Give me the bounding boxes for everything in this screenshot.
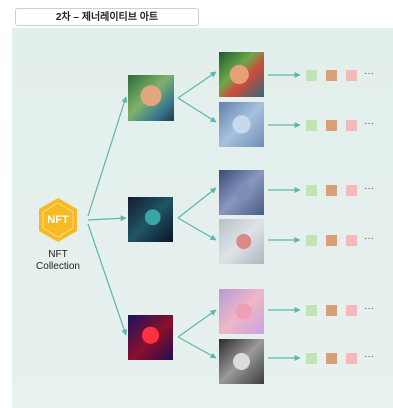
chain-square-orange <box>326 353 337 364</box>
connector-root-to-portrait-a <box>87 96 128 217</box>
chain-square-orange <box>326 185 337 196</box>
chain-square-orange <box>326 305 337 316</box>
chain-more: ··· <box>364 303 374 314</box>
portrait-thumb-c <box>128 315 173 360</box>
portrait-thumb-a <box>128 75 174 121</box>
chain-square-green <box>306 235 317 246</box>
chain-square-pink <box>346 185 357 196</box>
chain-square-green <box>306 120 317 131</box>
variant-thumb-3 <box>219 170 264 215</box>
chain-square-orange <box>326 70 337 81</box>
chain-square-green <box>306 70 317 81</box>
chain-square-green <box>306 353 317 364</box>
chain-more: ··· <box>364 118 374 129</box>
chain-square-pink <box>346 70 357 81</box>
connector-c-to-6 <box>177 336 217 359</box>
connector-c-to-5 <box>177 309 217 338</box>
nft-label-line1: NFT <box>48 249 68 260</box>
nft-hexagon-icon <box>39 198 77 242</box>
variant-thumb-6 <box>219 339 264 384</box>
chain-square-pink <box>346 353 357 364</box>
chain-more: ··· <box>364 183 374 194</box>
variant-thumb-2 <box>219 102 264 147</box>
chain-square-pink <box>346 235 357 246</box>
connector-root-to-portrait-b <box>87 215 127 222</box>
chain-square-green <box>306 305 317 316</box>
chain-more: ··· <box>364 68 374 79</box>
nft-label-line2: Collection <box>36 261 80 272</box>
connector-a-to-1 <box>177 71 217 99</box>
chain-square-orange <box>326 235 337 246</box>
variant-thumb-5 <box>219 289 264 334</box>
nft-collection-label: NFT Collection <box>28 249 88 273</box>
nft-badge-text: NFT <box>47 214 69 226</box>
connector-b-to-4 <box>177 217 217 241</box>
connector-root-to-portrait-c <box>87 223 128 336</box>
connector-a-to-2 <box>177 97 217 123</box>
chain-square-pink <box>346 305 357 316</box>
variant-thumb-1 <box>219 52 264 97</box>
chain-square-orange <box>326 120 337 131</box>
connector-b-to-3 <box>177 187 217 219</box>
chain-more: ··· <box>364 351 374 362</box>
slide-title: 2차 – 제너레이티브 아트 <box>55 12 159 23</box>
chain-square-pink <box>346 120 357 131</box>
variant-thumb-4 <box>219 219 264 264</box>
slide-title-tab: 2차 – 제너레이티브 아트 <box>15 8 199 26</box>
chain-more: ··· <box>364 233 374 244</box>
chain-square-green <box>306 185 317 196</box>
portrait-thumb-b <box>128 197 173 242</box>
